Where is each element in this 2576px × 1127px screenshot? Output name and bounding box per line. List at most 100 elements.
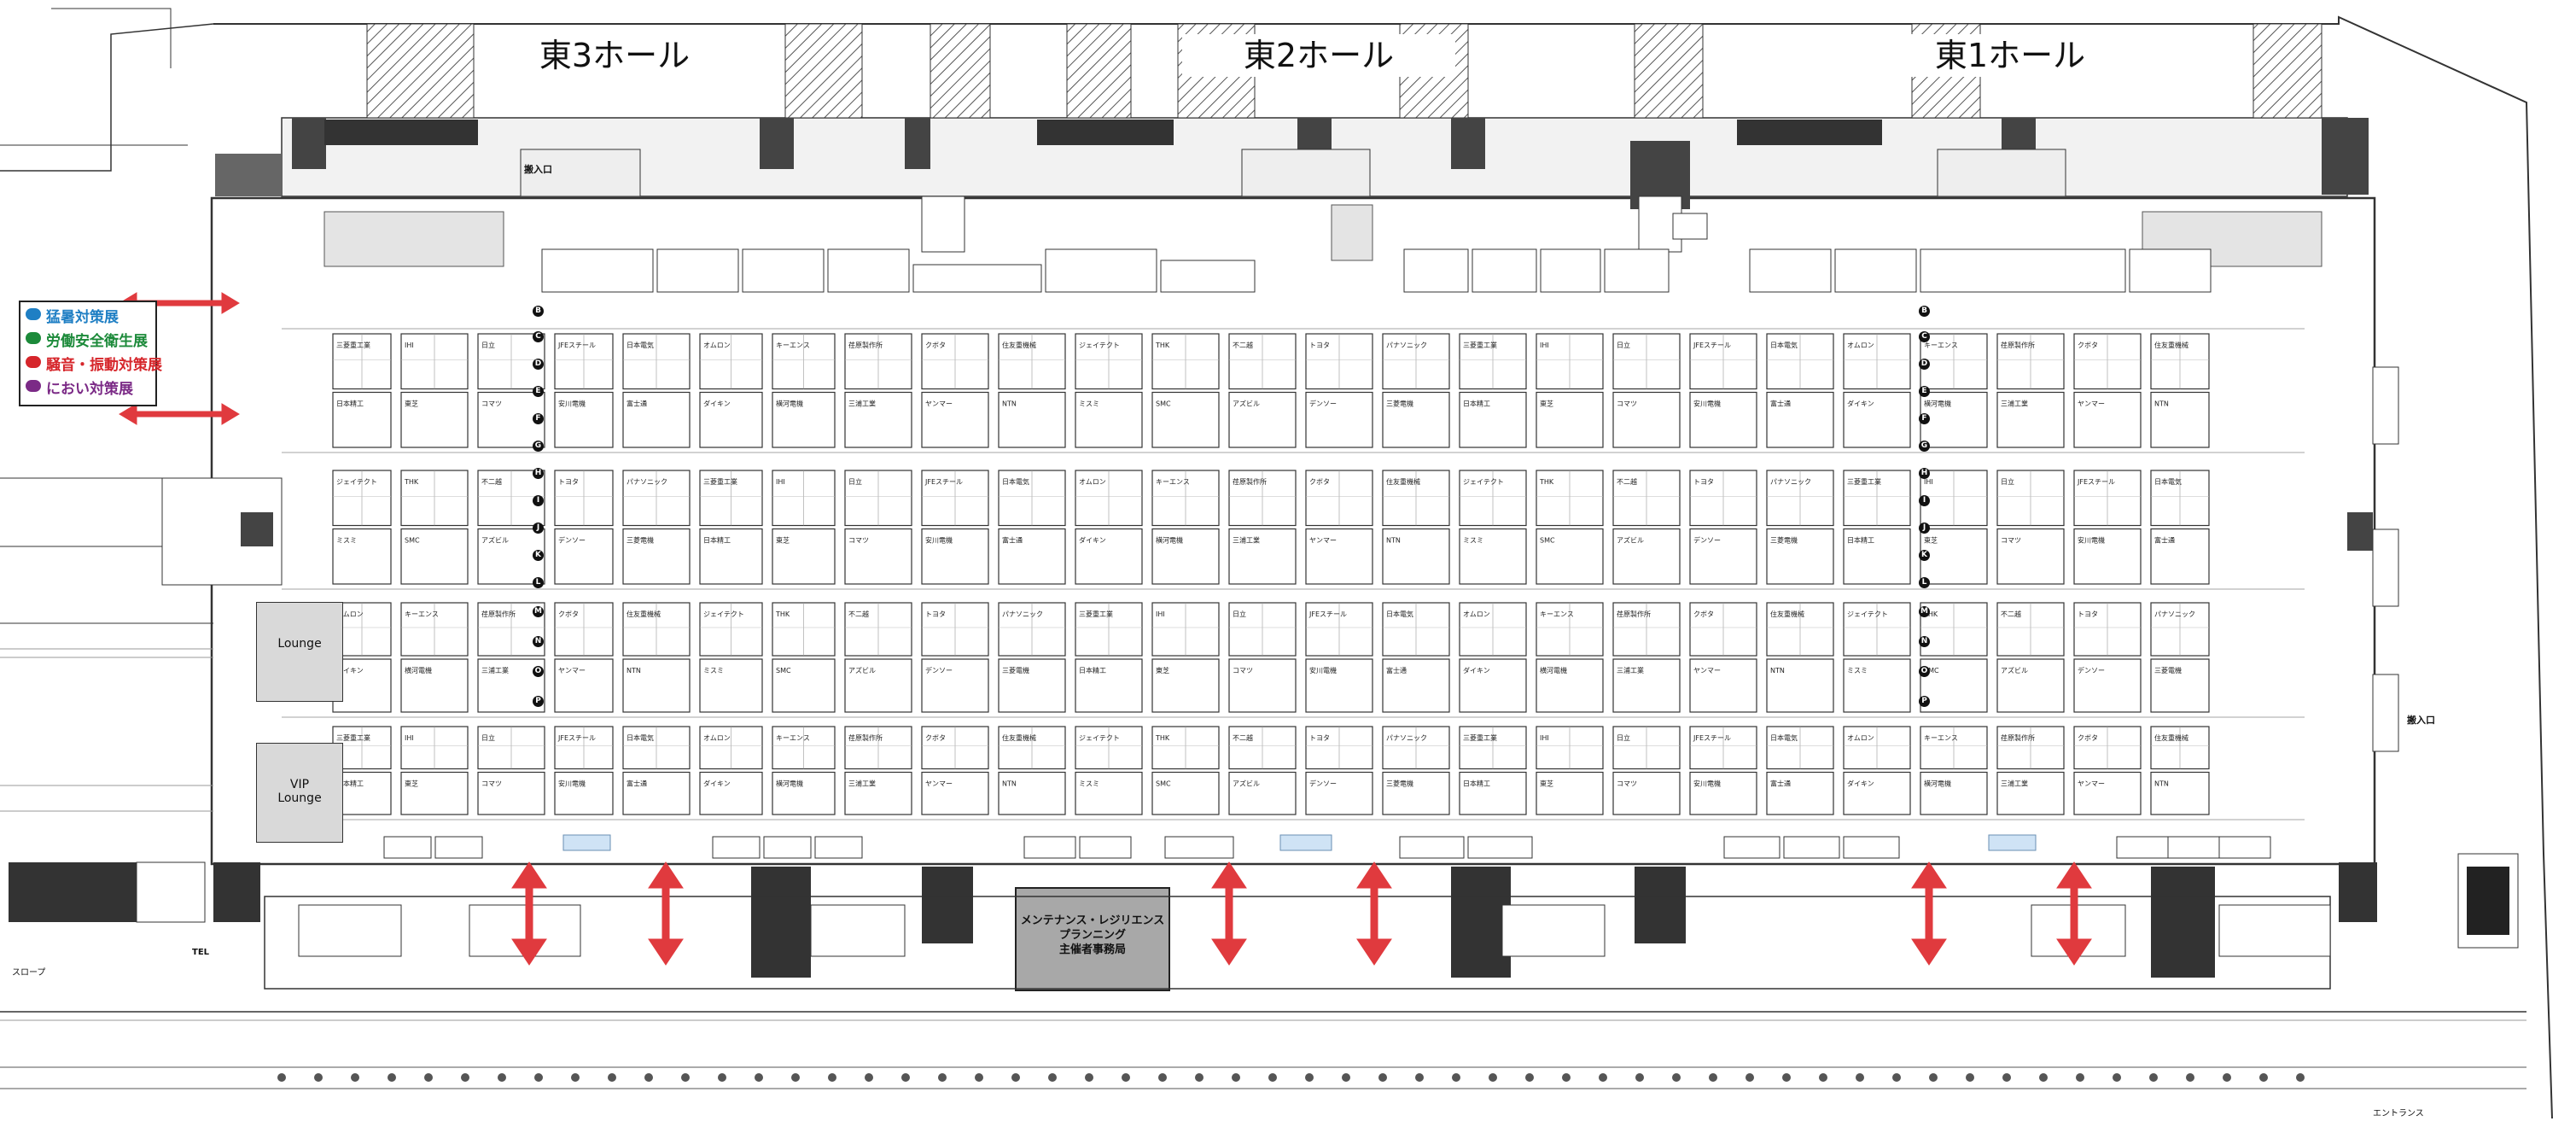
booth <box>1382 528 1450 585</box>
booth <box>1305 658 1373 713</box>
booth-label: ジェイテクト <box>1463 478 1504 486</box>
booth-label: ヤンマー <box>925 780 953 788</box>
aisle-marker: P <box>1919 696 1930 707</box>
booth-label: 日本電気 <box>1002 477 1029 486</box>
booth-label: 三菱重工業 <box>1463 733 1497 742</box>
booth <box>1766 658 1834 713</box>
booth-label: THK <box>775 610 790 618</box>
booth-label: 不二越 <box>848 610 869 618</box>
aisle-marker: J <box>533 523 544 534</box>
booth-label: SMC <box>1156 400 1171 408</box>
booth-label: コマツ <box>1233 667 1253 674</box>
booth <box>400 528 469 585</box>
booth-label: ジェイテクト <box>1847 610 1888 618</box>
booth <box>1075 771 1143 815</box>
booth <box>1459 391 1527 448</box>
booth-label: 三菱重工業 <box>336 733 370 742</box>
booth-label: 三菱電機 <box>1002 666 1029 674</box>
booth <box>1228 391 1297 448</box>
column-marker <box>2186 1073 2194 1082</box>
booth-label: ダイキン <box>703 400 731 408</box>
aisle-marker: D <box>1919 359 1930 370</box>
booth-label: 日本電気 <box>1770 733 1798 742</box>
booth-label: 安川電機 <box>925 536 953 545</box>
legend-dot-icon <box>26 380 41 392</box>
booth-label: 荏原製作所 <box>2001 733 2035 742</box>
booth <box>998 391 1066 448</box>
booth <box>1996 528 2065 585</box>
booth-label: JFEスチール <box>557 342 596 349</box>
booth-label: 三浦工業 <box>1617 666 1644 674</box>
booth-label: 日本精工 <box>336 400 364 408</box>
column-marker <box>2113 1073 2121 1082</box>
booth-label: JFEスチール <box>1693 734 1731 742</box>
booth-label: コマツ <box>848 537 869 545</box>
booth-label: 東芝 <box>1540 400 1553 408</box>
aisle-marker: M <box>533 606 544 617</box>
booth-label: デンソー <box>925 666 953 674</box>
aisle-marker: H <box>1919 468 1930 479</box>
booth <box>554 658 614 713</box>
booth-label: キーエンス <box>1924 734 1958 742</box>
booth <box>1996 391 2065 448</box>
booth-label: 三浦工業 <box>2001 400 2028 408</box>
booth-label: 富士通 <box>1002 536 1023 545</box>
booth <box>1612 658 1681 713</box>
booth-label: 三浦工業 <box>1233 536 1260 545</box>
legend-item: 労働安全衛生展 <box>20 326 155 350</box>
column-marker <box>1378 1073 1387 1082</box>
booth <box>2073 658 2142 713</box>
aisle-marker: N <box>1919 636 1930 647</box>
aisle-marker: O <box>1919 666 1930 677</box>
booth <box>1228 658 1297 713</box>
booth-label: 三浦工業 <box>848 400 876 408</box>
booth-label: NTN <box>1386 537 1401 545</box>
booth <box>1689 528 1757 585</box>
aisle-marker: L <box>1919 577 1930 588</box>
booth <box>1305 391 1373 448</box>
aisle-marker: K <box>533 550 544 561</box>
booth-label: 荏原製作所 <box>481 610 516 618</box>
booth <box>1228 528 1297 585</box>
booth-label: オムロン <box>1463 610 1490 618</box>
booth <box>622 658 691 713</box>
column-marker <box>1489 1073 1497 1082</box>
booth-label: 荏原製作所 <box>1617 610 1651 618</box>
column-marker <box>2076 1073 2084 1082</box>
legend-label: 騒音・振動対策展 <box>46 357 162 374</box>
booth-label: 日立 <box>1233 610 1246 618</box>
column-marker <box>681 1073 690 1082</box>
booth <box>1151 391 1220 448</box>
booth <box>1382 658 1450 713</box>
column-marker <box>1011 1073 1020 1082</box>
booth-label: 日立 <box>1617 341 1630 349</box>
booth <box>332 528 392 585</box>
legend-label: 猛暑対策展 <box>46 309 119 326</box>
double-arrow-icon <box>511 861 547 966</box>
booth-label: 横河電機 <box>405 666 432 674</box>
booth <box>1689 658 1757 713</box>
booth-label: THK <box>1155 342 1170 349</box>
booth-label: 横河電機 <box>776 780 803 788</box>
booth <box>622 528 691 585</box>
booth-label: ダイキン <box>1079 536 1106 545</box>
booth-label: 住友重機械 <box>627 610 661 618</box>
booth-label: キーエンス <box>1156 478 1190 486</box>
booth-label: 三菱重工業 <box>1463 341 1497 349</box>
booth <box>998 658 1066 713</box>
booth-label: 富士通 <box>1770 400 1791 408</box>
booth-label: アズビル <box>1233 400 1260 408</box>
booth <box>1305 528 1373 585</box>
booth-label: 住友重機械 <box>1002 733 1036 742</box>
double-arrow-icon <box>1356 861 1392 966</box>
booth-label: デンソー <box>2078 666 2105 674</box>
column-marker <box>1599 1073 1607 1082</box>
booth <box>1689 391 1757 448</box>
booth <box>1075 658 1143 713</box>
booth-label: キーエンス <box>405 610 439 618</box>
column-marker <box>644 1073 653 1082</box>
booth-label: IHI <box>1540 734 1549 742</box>
booth-label: 日立 <box>481 341 495 349</box>
booth <box>998 528 1066 585</box>
booth-label: 日本精工 <box>703 536 731 545</box>
